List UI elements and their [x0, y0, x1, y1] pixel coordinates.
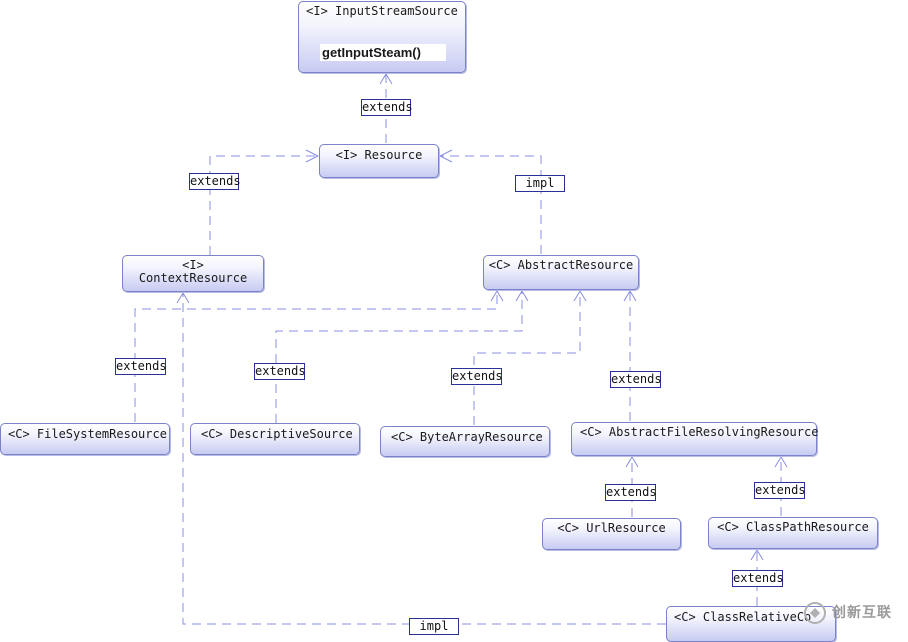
edge-label-impl: impl [515, 175, 565, 192]
edge-label-extends: extends [254, 363, 306, 380]
edge-label-extends: extends [754, 482, 806, 499]
edge-label-extends: extends [451, 368, 503, 385]
edge-bytearray-to-abstract [473, 291, 581, 425]
edge-label-extends: extends [610, 371, 662, 388]
node-title: ContextResource [138, 271, 248, 285]
class-descriptive-source[interactable]: <C> DescriptiveSource [190, 423, 360, 455]
node-stereotype: <I> [182, 258, 204, 272]
watermark-text: 创新互联 [832, 604, 892, 620]
edge-abstract-to-resource [440, 155, 542, 254]
edge-context-to-resource [209, 155, 318, 255]
arrowhead-context [176, 292, 190, 304]
node-title: <I> Resource [335, 148, 423, 162]
method-get-input-steam: getInputSteam() [320, 44, 446, 61]
class-context-resource[interactable]: <I> ContextResource [122, 255, 264, 292]
edge-filesystem-to-abstract [134, 291, 498, 422]
watermark: 创新互联 [804, 601, 902, 627]
class-input-stream-source[interactable]: <I> InputStreamSource getInputSteam() [298, 1, 466, 73]
class-url-resource[interactable]: <C> UrlResource [542, 518, 681, 550]
edge-classrelative-to-context [182, 293, 666, 625]
class-file-system-resource[interactable]: <C> FileSystemResource [0, 423, 170, 455]
arrowhead-abstract-4 [623, 290, 637, 302]
node-title: <C> ByteArrayResource [391, 430, 543, 444]
edge-label-extends: extends [189, 173, 241, 190]
node-title: <C> AbstractResource [488, 258, 634, 272]
node-title: <C> AbstractFileResolvingResource [580, 425, 819, 439]
class-resource[interactable]: <I> Resource [319, 144, 439, 178]
class-abstract-file-resolving-resource[interactable]: <C> AbstractFileResolvingResource [571, 422, 819, 456]
edge-label-extends: extends [605, 484, 657, 501]
node-title: <C> ClassPathResource [717, 520, 869, 534]
edge-label-extends: extends [732, 570, 784, 587]
watermark-logo-icon [804, 602, 826, 624]
arrowhead-afr-1 [625, 456, 639, 468]
node-title: <C> DescriptiveSource [201, 427, 353, 441]
node-title: <C> FileSystemResource [8, 427, 167, 441]
edge-label-extends: extends [115, 358, 167, 375]
edge-descriptive-to-abstract [275, 291, 523, 423]
arrowhead-afr-2 [774, 456, 788, 468]
node-title: <I> InputStreamSource [306, 4, 458, 18]
class-byte-array-resource[interactable]: <C> ByteArrayResource [380, 426, 550, 457]
arrowhead-classpath [750, 549, 764, 561]
node-title: <C> ClassRelativeCo [674, 610, 812, 624]
class-abstract-resource[interactable]: <C> AbstractResource [483, 255, 639, 290]
arrowhead-iss [379, 73, 393, 85]
class-class-path-resource[interactable]: <C> ClassPathResource [708, 517, 878, 549]
arrowhead-abstract-3 [573, 290, 587, 302]
arrowhead-resource-left [305, 149, 320, 163]
edge-label-impl: impl [409, 618, 459, 635]
arrowhead-abstract-2 [515, 290, 529, 302]
arrowhead-resource-right [438, 149, 453, 163]
node-title: <C> UrlResource [557, 521, 666, 535]
edge-label-extends: extends [361, 99, 413, 116]
arrowhead-abstract-1 [490, 290, 504, 302]
